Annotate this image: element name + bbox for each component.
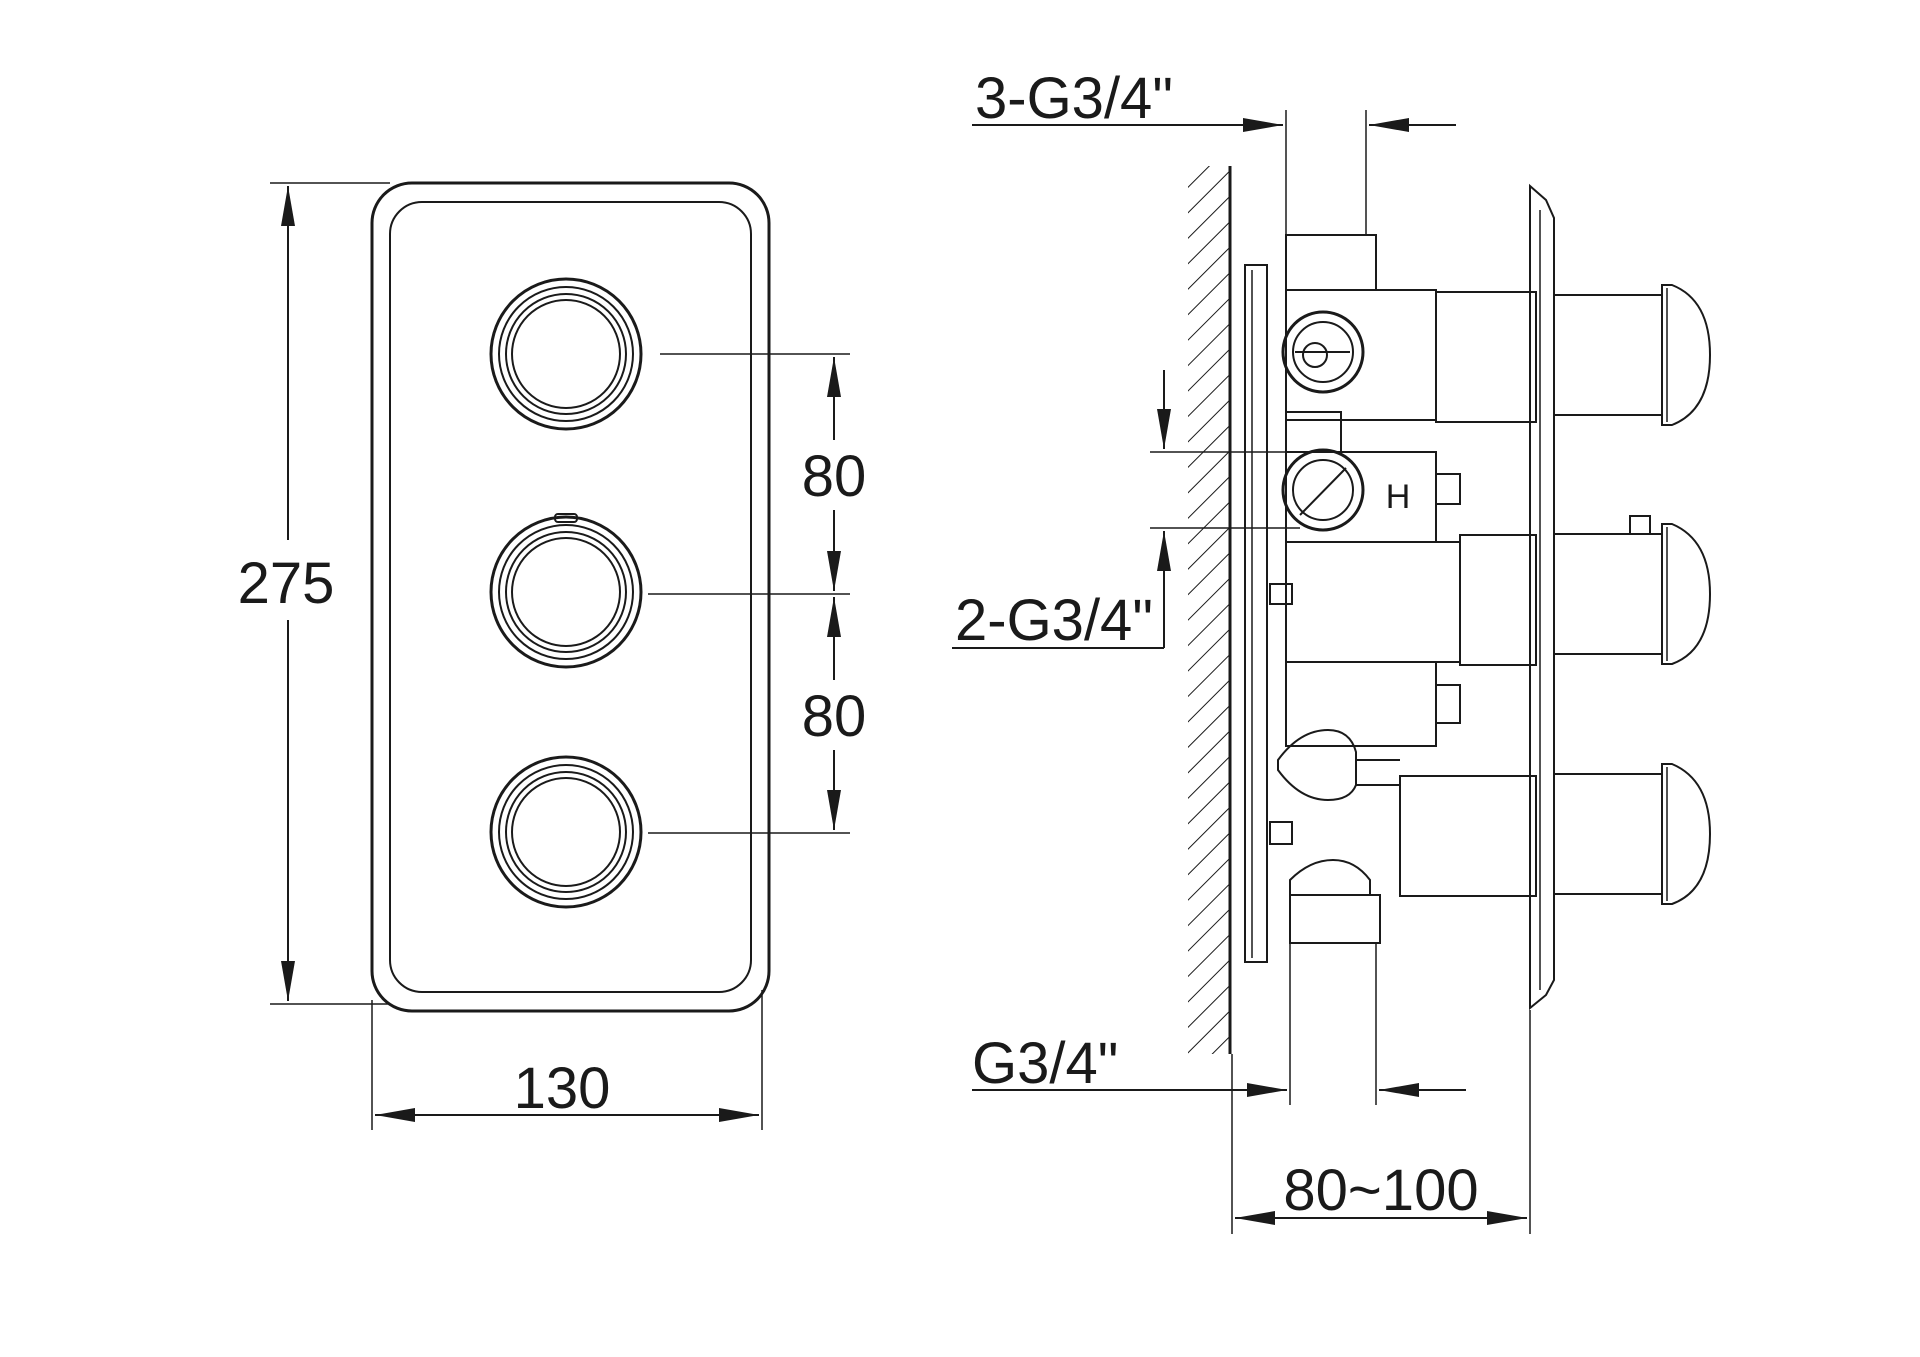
front-view: 275 130 80 80	[228, 181, 880, 1130]
top-connection-label: 3-G3/4"	[975, 66, 1173, 131]
middle-connection-dimension: 2-G3/4"	[952, 370, 1300, 653]
knob-middle	[489, 513, 643, 669]
cover-plate-outer	[370, 181, 771, 1013]
width-dim-label: 130	[514, 1056, 611, 1121]
width-dimension: 130	[371, 990, 763, 1130]
cover-plate-inner	[389, 201, 752, 993]
knob-side-top	[1553, 284, 1712, 426]
height-dimension: 275	[228, 182, 390, 1005]
knob-spacing-dimension: 80 80	[648, 353, 880, 834]
valve-body: H	[1269, 234, 1537, 944]
knob-side-bottom	[1553, 763, 1712, 905]
depth-range-label: 80~100	[1283, 1158, 1478, 1223]
bottom-connection-dimension: G3/4"	[972, 943, 1466, 1105]
knob-side-middle	[1553, 515, 1712, 665]
knob-top	[489, 277, 643, 431]
height-dim-label: 275	[238, 551, 335, 616]
spacing-top-label: 80	[802, 444, 867, 509]
depth-dimension: 80~100	[1231, 1010, 1531, 1234]
middle-connection-label: 2-G3/4"	[955, 588, 1153, 653]
valve-h-marker: H	[1386, 478, 1411, 516]
cover-plate-side	[1529, 183, 1555, 1011]
spacing-bottom-label: 80	[802, 684, 867, 749]
side-view: H	[952, 66, 1712, 1234]
knob-bottom	[489, 755, 643, 909]
top-connection-dimension: 3-G3/4"	[972, 66, 1456, 236]
bottom-connection-label: G3/4"	[972, 1031, 1118, 1096]
wall	[1188, 166, 1232, 1054]
mounting-plate	[1244, 264, 1268, 963]
